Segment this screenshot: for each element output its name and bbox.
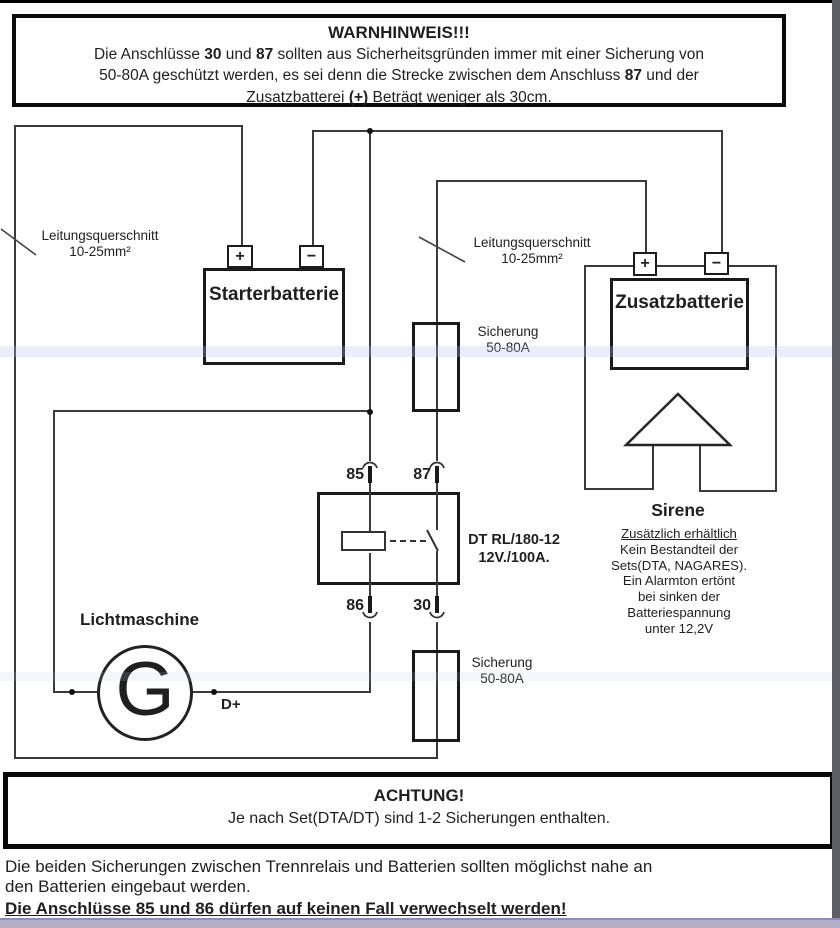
relay-switch-wire-top [436, 492, 438, 530]
dplus-label: D+ [221, 696, 241, 713]
terminal-85-connector-icon [362, 461, 378, 469]
fuse-lower-label: Sicherung 50-80A [471, 655, 533, 686]
warnhinweis-box: WARNHINWEIS!!! Die Anschlüsse 30 und 87 … [12, 14, 786, 107]
relay-switch-blade-icon [426, 529, 439, 552]
relay-switch-wire-bottom [436, 551, 438, 588]
wire-starter-plus-bus-h [15, 125, 243, 127]
wire-zusatz-plus-h [436, 180, 647, 182]
relay-coil-wire-bottom [369, 553, 371, 588]
wire-ground-h [53, 410, 371, 412]
achtung-body: Je nach Set(DTA/DT) sind 1-2 Sicherungen… [227, 810, 611, 827]
achtung-title: ACHTUNG! [373, 786, 465, 805]
terminal-30-connector-icon [429, 611, 445, 619]
wire-starter-plus-v [241, 125, 243, 246]
wire-relay85-v [369, 130, 371, 461]
warnhinweis-body: Die Anschlüsse 30 und 87 sollten aus Sic… [16, 44, 782, 108]
wire-gauge-label-left: Leitungsquerschnitt 10-25mm² [41, 228, 159, 259]
relay-coil [341, 531, 386, 551]
wire-siren-left-v [584, 266, 586, 490]
wire-stub-87 [436, 483, 438, 492]
scan-edge-top [0, 0, 840, 3]
starterbatterie-plus-terminal: + [227, 245, 253, 268]
wire-zusatz-plus-v [645, 180, 647, 253]
sirene-note-heading: Zusätzlich erhältlich [621, 526, 737, 541]
zusatzbatterie-minus-terminal: − [704, 252, 729, 275]
terminal-30-pin [435, 596, 439, 613]
wire-zusatz-minus-v [721, 130, 723, 253]
junction-dot-generator [69, 689, 75, 695]
zusatzbatterie-box [610, 278, 749, 370]
fuse-upper-box [412, 322, 460, 412]
terminal-87-connector-icon [429, 461, 445, 469]
wire-fuse30-v [436, 622, 438, 759]
starterbatterie-label: Starterbatterie [209, 284, 339, 305]
relay-actuator-dashed-link [390, 540, 426, 542]
warnhinweis-line1: Die Anschlüsse 30 und 87 sollten aus Sic… [93, 46, 705, 63]
wire-siren-bottom-right-h [699, 490, 777, 492]
junction-dot-negative-bus [367, 128, 373, 134]
wire-bottom-h [14, 757, 438, 759]
wire-siren-leg-left-v [652, 444, 654, 490]
footer-notes: Die beiden Sicherungen zwischen Trennrel… [5, 857, 827, 919]
terminal-86-pin [368, 596, 372, 613]
terminal-30-label: 30 [413, 597, 431, 614]
wire-ground-v [53, 410, 55, 693]
starterbatterie-box [203, 268, 345, 365]
wire-gauge-slash-right-icon [418, 236, 466, 263]
footer-line2: den Batterien eingebaut werden. [5, 876, 251, 896]
siren-horn-triangle-icon [622, 392, 734, 447]
fuse-lower-box [412, 650, 460, 742]
fuse-upper-label: Sicherung 50-80A [477, 324, 539, 355]
terminal-86-label: 86 [346, 597, 364, 614]
generator-letter: G [115, 647, 175, 732]
scan-edge-right [832, 0, 840, 928]
minus-symbol: − [306, 247, 317, 265]
wire-negative-bus-h [312, 130, 723, 132]
achtung-box: ACHTUNG! Je nach Set(DTA/DT) sind 1-2 Si… [3, 772, 835, 849]
wire-siren-bottom-left-h [584, 488, 654, 490]
relay-type-label: DT RL/180-12 12V./100A. [468, 532, 560, 566]
junction-dot-dplus [211, 689, 217, 695]
scan-edge-bottom-line [0, 918, 840, 920]
sirene-label: Sirene [651, 500, 705, 520]
terminal-87-pin [435, 466, 439, 483]
terminal-86-connector-icon [362, 611, 378, 619]
wire-generator-left-h [53, 691, 99, 693]
wire-stub-30 [436, 588, 438, 597]
wire-dplus-h [192, 691, 371, 693]
terminal-87-label: 87 [413, 466, 431, 483]
wire-gauge-label-right: Leitungsquerschnitt 10-25mm² [473, 235, 591, 266]
wire-left-outer-v [14, 125, 16, 759]
warnhinweis-line3: Zusatzbatterei (+) Beträgt weniger als 3… [246, 88, 552, 106]
warnhinweis-title: WARNHINWEIS!!! [328, 23, 470, 42]
footer-warning-line: Die Anschlüsse 85 und 86 dürfen auf kein… [5, 899, 567, 918]
plus-symbol: + [235, 247, 245, 265]
minus-symbol: − [711, 254, 722, 272]
relay-coil-wire-top [369, 492, 371, 531]
wire-siren-right-v [775, 265, 777, 492]
scan-edge-bottom [0, 920, 840, 928]
zusatzbatterie-label: Zusatzbatterie [615, 292, 744, 313]
terminal-85-label: 85 [346, 466, 364, 483]
plus-symbol: + [640, 255, 650, 272]
wire-fuse87-v [436, 180, 438, 461]
footer-line1: Die beiden Sicherungen zwischen Trennrel… [5, 857, 653, 876]
sirene-note-block: Zusätzlich erhältlich Kein Bestandteil d… [600, 526, 758, 637]
wire-starter-minus-v [312, 130, 314, 246]
terminal-85-pin [368, 466, 372, 483]
wire-gauge-slash-left-icon [0, 228, 37, 256]
generator-circle: G [97, 645, 193, 741]
wire-relay86-v [369, 622, 371, 692]
junction-dot-ground [367, 409, 373, 415]
starterbatterie-minus-terminal: − [299, 245, 324, 268]
wire-siren-top-h [584, 265, 777, 267]
lichtmaschine-label: Lichtmaschine [80, 610, 200, 629]
wire-siren-leg-right-v [699, 444, 701, 492]
warnhinweis-line2: 50-80A geschützt werden, es sei denn die… [99, 67, 699, 85]
wire-stub-86 [369, 588, 371, 597]
zusatzbatterie-plus-terminal: + [633, 252, 657, 276]
wire-stub-85 [369, 483, 371, 492]
